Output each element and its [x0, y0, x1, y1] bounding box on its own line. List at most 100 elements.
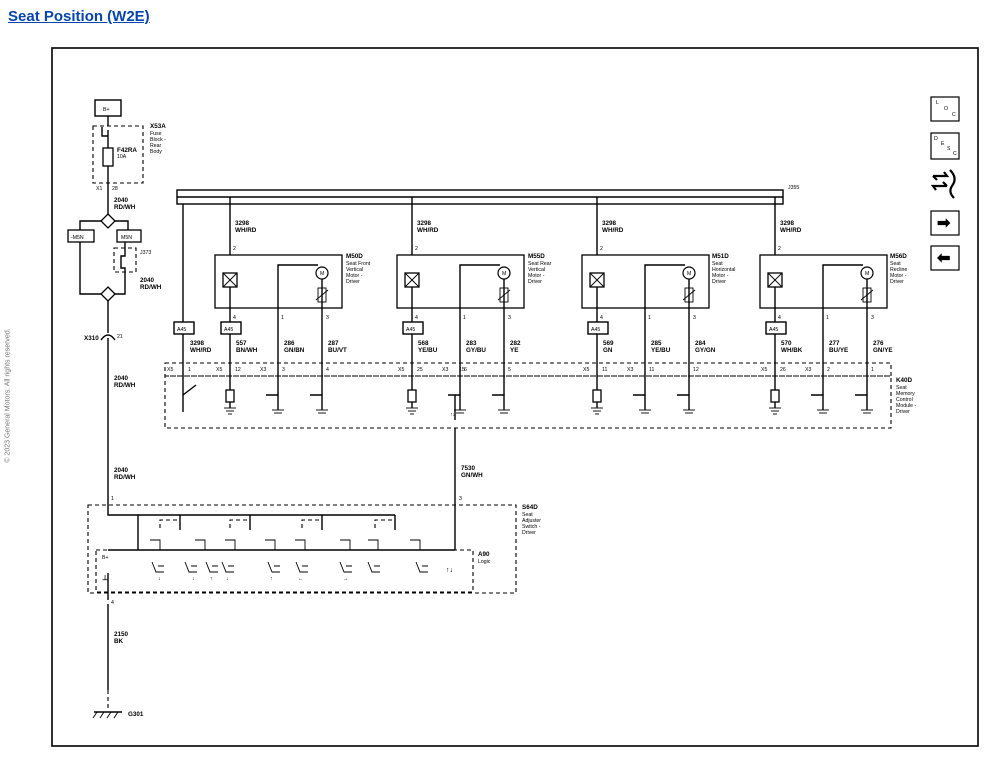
svg-text:↓: ↓ — [226, 576, 229, 582]
page-title[interactable]: Seat Position (W2E) — [8, 8, 150, 25]
module-conn: X5 — [583, 367, 589, 373]
motor-name: Motor - — [890, 273, 907, 279]
module-conn: X3 — [260, 367, 266, 373]
signal-wire: 284 — [695, 340, 706, 347]
seat-direction-icons: ↓ ↓ ↑ ↓ ↑ ← → — [151, 561, 428, 582]
jumper-id: J373 — [140, 250, 151, 256]
a45-label: A45 — [406, 327, 415, 333]
module-pin: 15 — [459, 367, 465, 373]
ground-wire-color: BK — [114, 638, 124, 645]
svg-text:←: ← — [298, 576, 303, 582]
motor-feed-wire: 3298 — [780, 220, 795, 227]
flow-icon[interactable] — [930, 169, 956, 199]
motor-name: Motor - — [346, 273, 363, 279]
splice-diamond-bottom — [100, 286, 116, 302]
battery-label: B+ — [103, 107, 110, 113]
signal-wire: 285 — [651, 340, 662, 347]
a45-label: A45 — [769, 327, 778, 333]
motor-name: Vertical — [346, 267, 363, 273]
module-id: K40D — [896, 377, 913, 384]
motor-name: Seat — [712, 261, 723, 267]
signal-wire: 287 — [328, 340, 339, 347]
signal-color: GY/GN — [695, 347, 716, 354]
wire-2040-color: RD/WH — [114, 204, 136, 211]
splice-diamond-top — [100, 213, 116, 229]
motor-m56d: 3298 WH/RD 2 M 4 1 3 M56D Seat Recline M… — [759, 197, 907, 415]
motor-feed-wire: 3298 — [602, 220, 617, 227]
motor-pin: 4 — [233, 315, 236, 321]
signal-wire: 276 — [873, 340, 884, 347]
module-pin: 4 — [326, 367, 329, 373]
switch-id: S64D — [522, 504, 538, 511]
module-name: Memory — [896, 391, 915, 397]
switch-name: Driver — [522, 530, 536, 536]
motor-pin: 1 — [281, 315, 284, 321]
signal-color: BN/WH — [236, 347, 258, 354]
module-conn: X3 — [805, 367, 811, 373]
motor-pin: 1 — [648, 315, 651, 321]
svg-text:⊥: ⊥ — [102, 574, 108, 582]
fuse-block-name: Fuse — [150, 131, 162, 137]
prev-arrow-icon[interactable]: ⬅ — [930, 245, 960, 271]
motor-name: Driver — [346, 279, 360, 285]
motor-feed-color: WH/RD — [780, 227, 802, 234]
svg-text:M: M — [320, 271, 324, 277]
signal-wire: 277 — [829, 340, 840, 347]
legend-description-icon[interactable]: D E S C — [930, 132, 960, 160]
signal-wire: 568 — [418, 340, 429, 347]
signal-wire: 286 — [284, 340, 295, 347]
motor-feed-wire: 3298 — [417, 220, 432, 227]
motor-name: Motor - — [528, 273, 545, 279]
ground-wire-num: 2150 — [114, 631, 129, 638]
motor-name: Seat Front — [346, 261, 371, 267]
motor-id: M51D — [712, 253, 729, 260]
option-box-right: M5N — [121, 235, 132, 241]
memory-wire: 7530 GN/WH 3 — [454, 428, 483, 550]
diagram-frame — [51, 47, 979, 747]
motor-name: Driver — [528, 279, 542, 285]
feed-conn: X5 — [167, 367, 173, 373]
motor-pin: 3 — [693, 315, 696, 321]
logic-id: A90 — [478, 551, 490, 558]
motor-pin: 3 — [871, 315, 874, 321]
memory-wire-color: GN/WH — [461, 472, 483, 479]
switch-pin: 4 — [111, 600, 114, 606]
signal-color: GY/BU — [466, 347, 486, 354]
fuse-pin-right: 28 — [112, 186, 118, 192]
signal-color: GN/BN — [284, 347, 305, 354]
inline-connector-pin: 21 — [117, 334, 123, 340]
switch-name: Seat — [522, 512, 533, 518]
prev-arrow-glyph: ⬅ — [936, 250, 950, 267]
signal-color: WH/BK — [781, 347, 803, 354]
module-pin: 11 — [649, 367, 654, 373]
switch-name: Adjuster — [522, 518, 541, 524]
legend-location-letter: O — [944, 106, 948, 112]
legend-description-letter: E — [941, 141, 945, 147]
signal-wire: 569 — [603, 340, 614, 347]
motor-pin: 4 — [415, 315, 418, 321]
wire-2040-c-color: RD/WH — [114, 382, 136, 389]
next-arrow-icon[interactable]: ➡ — [930, 210, 960, 236]
motor-pin: 3 — [508, 315, 511, 321]
svg-text:↓: ↓ — [192, 576, 195, 582]
motor-name: Driver — [890, 279, 904, 285]
motor-pin: 2 — [600, 246, 603, 252]
motor-feed-color: WH/RD — [235, 227, 257, 234]
motor-pin: 3 — [326, 315, 329, 321]
motor-pin: 2 — [778, 246, 781, 252]
splice-id: J355 — [788, 185, 799, 191]
motor-feed-color: WH/RD — [602, 227, 624, 234]
signal-wire: 282 — [510, 340, 521, 347]
fuse-block-name: Body — [150, 149, 162, 155]
switch-pin: 1 — [111, 496, 114, 502]
ground-id: G301 — [128, 711, 144, 718]
motor-pin: 2 — [233, 246, 236, 252]
motor-feed-wire: 3298 — [235, 220, 250, 227]
fuse-block: B+ X53A Fuse Block - Rear Body F42RA 10A… — [92, 99, 166, 192]
legend-description-letter: D — [934, 136, 938, 142]
module-pin: 12 — [693, 367, 699, 373]
motor-pin: 4 — [600, 315, 603, 321]
motor-name: Recline — [890, 267, 907, 273]
legend-location-icon[interactable]: L O C — [930, 96, 960, 122]
